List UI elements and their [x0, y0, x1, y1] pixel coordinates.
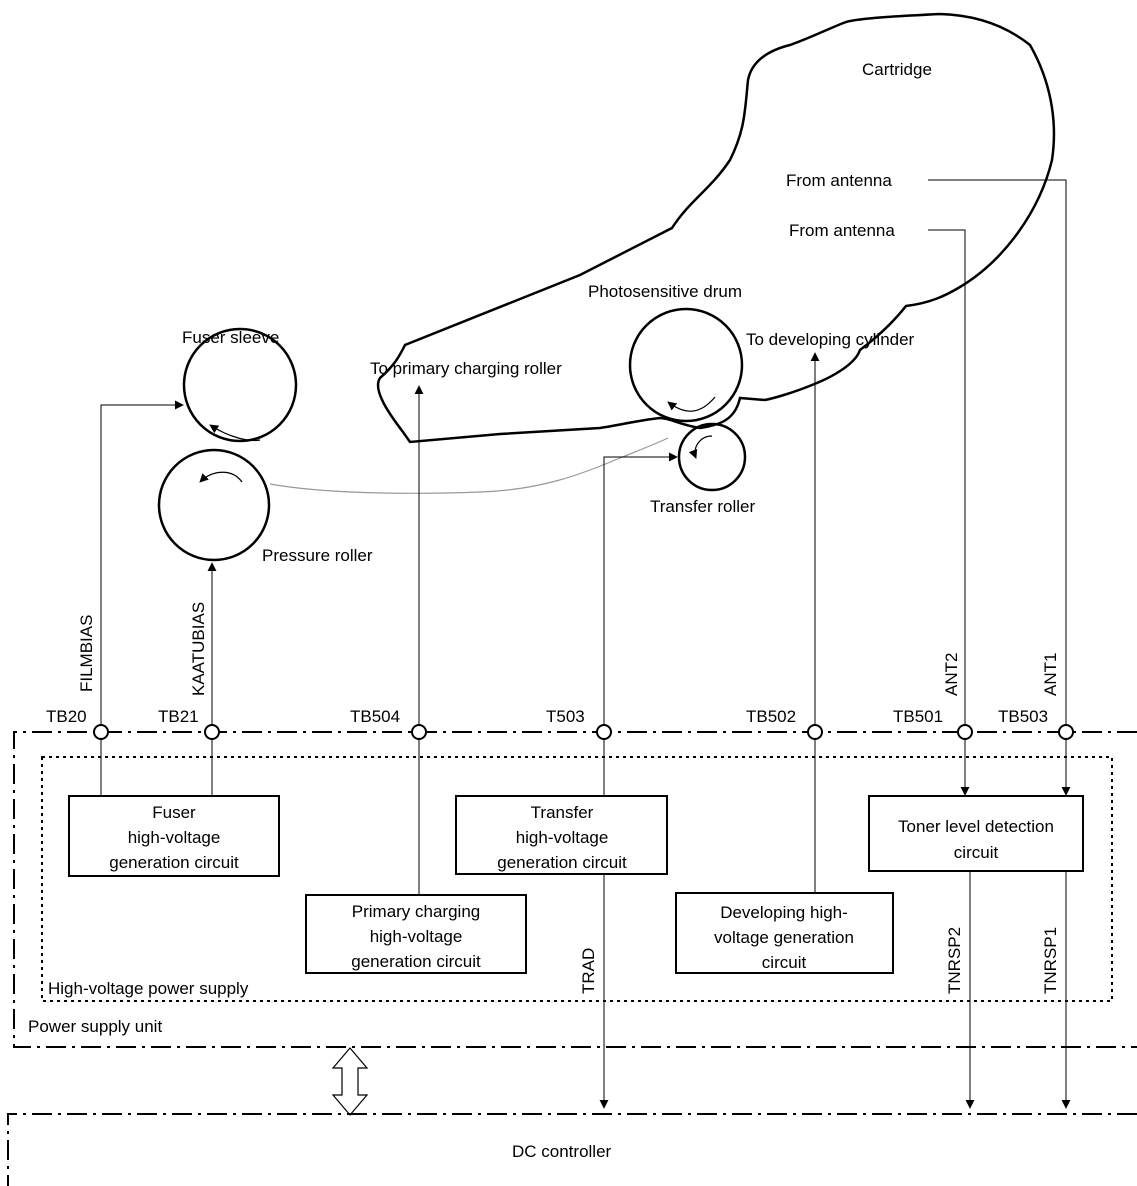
- to-developing-cylinder-label: To developing cylinder: [746, 330, 915, 349]
- developing-circuit-box: [675, 892, 894, 974]
- pressure-roller: [157, 448, 271, 562]
- transfer-circuit-line-3: generation circuit: [497, 853, 627, 872]
- photosensitive-drum: [628, 307, 744, 423]
- filmbias-label: FILMBIAS: [77, 615, 96, 692]
- fuser-circuit-box: [68, 795, 280, 877]
- high-voltage-power-supply-boundary: [41, 756, 1113, 1002]
- terminal-tb503-label: TB503: [998, 707, 1048, 726]
- ant1-label: ANT1: [1041, 653, 1060, 696]
- terminal-tb501-label: TB501: [893, 707, 943, 726]
- antenna-1-line: [928, 179, 1067, 727]
- terminal-tb20-label: TB20: [46, 707, 87, 726]
- filmbias-line: [100, 400, 184, 727]
- terminal-tb504-label: TB504: [350, 707, 400, 726]
- pressure-roller-rotation-icon: [199, 471, 243, 483]
- terminal-tb21-label: TB21: [158, 707, 199, 726]
- drum-rotation-icon: [667, 396, 716, 412]
- from-antenna-1-label: From antenna: [786, 171, 892, 190]
- terminal-t503-label: T503: [546, 707, 585, 726]
- cartridge-label: Cartridge: [862, 60, 932, 79]
- transfer-roller: [677, 422, 747, 492]
- from-antenna-2-label: From antenna: [789, 221, 895, 240]
- terminal-tb501: [957, 724, 973, 740]
- primary-charging-circuit-box: [305, 894, 527, 974]
- toner-level-circuit-line-2: circuit: [954, 843, 999, 862]
- ant2-label: ANT2: [942, 653, 961, 696]
- trad-label: TRAD: [579, 948, 598, 994]
- transfer-circuit-line-1: Transfer: [531, 803, 594, 822]
- primary-charging-circuit-line-2: high-voltage: [370, 927, 463, 946]
- terminal-tb20: [93, 724, 109, 740]
- tnrsp2-label: TNRSP2: [945, 927, 964, 994]
- fuser-sleeve: [182, 327, 298, 443]
- toner-level-circuit-line-1: Toner level detection: [898, 817, 1054, 836]
- antenna-2-line: [928, 229, 966, 727]
- terminal-tb21: [204, 724, 220, 740]
- to-primary-charging-roller-label: To primary charging roller: [370, 359, 562, 378]
- primary-charging-circuit-line-3: generation circuit: [351, 952, 481, 971]
- transfer-circuit-line-2: high-voltage: [516, 828, 609, 847]
- terminal-tb503: [1058, 724, 1074, 740]
- paper-path: [269, 437, 669, 494]
- fuser-sleeve-label: Fuser sleeve: [182, 328, 279, 347]
- fuser-circuit-line-1: Fuser: [152, 803, 196, 822]
- terminal-tb502: [807, 724, 823, 740]
- transfer-roller-rotation-icon: [688, 435, 713, 459]
- fuser-sleeve-rotation-icon: [209, 424, 261, 442]
- transfer-circuit-box: [455, 795, 668, 875]
- toner-level-circuit-box: [868, 795, 1084, 872]
- developing-circuit-line-3: circuit: [762, 953, 807, 972]
- tnrsp1-label: TNRSP1: [1041, 927, 1060, 994]
- dc-controller-label: DC controller: [512, 1142, 612, 1161]
- dc-controller-boundary: [7, 1113, 1137, 1186]
- terminal-tb502-label: TB502: [746, 707, 796, 726]
- kaatubias-label: KAATUBIAS: [189, 602, 208, 696]
- developing-circuit-line-2: voltage generation: [714, 928, 854, 947]
- bidirectional-bus-arrow-icon: [331, 1047, 369, 1116]
- transfer-line: [603, 452, 678, 822]
- photosensitive-drum-label: Photosensitive drum: [588, 282, 742, 301]
- primary-charging-circuit-line-1: Primary charging: [352, 902, 481, 921]
- developing-circuit-line-1: Developing high-: [720, 903, 848, 922]
- terminal-tb504: [411, 724, 427, 740]
- transfer-roller-label: Transfer roller: [650, 497, 756, 516]
- fuser-circuit-line-3: generation circuit: [109, 853, 239, 872]
- terminal-t503: [596, 724, 612, 740]
- cartridge-outline: [376, 12, 1056, 444]
- fuser-circuit-line-2: high-voltage: [128, 828, 221, 847]
- power-supply-unit-label: Power supply unit: [28, 1017, 162, 1036]
- power-supply-unit-boundary: [13, 731, 1137, 1048]
- high-voltage-power-supply-label: High-voltage power supply: [48, 979, 249, 998]
- pressure-roller-label: Pressure roller: [262, 546, 373, 565]
